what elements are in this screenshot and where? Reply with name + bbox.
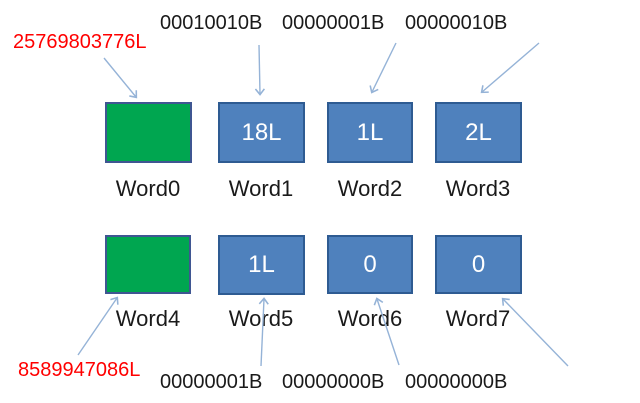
word7-label: Word7 bbox=[445, 306, 511, 331]
word3-value: 2L bbox=[465, 118, 492, 146]
word2-label: Word2 bbox=[337, 176, 403, 201]
word0-box bbox=[105, 102, 192, 163]
annotation-word3-binary: 00000010B bbox=[405, 12, 508, 34]
word7-value: 0 bbox=[471, 250, 486, 278]
arrow-word3-icon bbox=[480, 42, 540, 94]
word6-label: Word6 bbox=[337, 306, 403, 331]
word4-box bbox=[105, 235, 191, 294]
word5-value: 1L bbox=[248, 251, 275, 278]
word3-label: Word3 bbox=[445, 176, 511, 201]
annotation-word2-binary: 00000001B bbox=[282, 12, 385, 34]
arrow-word2-icon bbox=[369, 42, 397, 94]
word5-box: 1L bbox=[218, 235, 305, 295]
word5-label: Word5 bbox=[228, 306, 294, 331]
word6-box: 0 bbox=[327, 235, 413, 294]
annotation-word7-binary: 00000000B bbox=[405, 371, 508, 393]
word1-box: 18L bbox=[218, 102, 305, 163]
annotation-word1-binary: 00010010B bbox=[160, 12, 263, 34]
word3-box: 2L bbox=[435, 102, 522, 163]
annotation-word0-decimal: 25769803776L bbox=[13, 31, 147, 53]
word7-box: 0 bbox=[435, 235, 522, 294]
word4-label: Word4 bbox=[115, 306, 181, 331]
annotation-word6-binary: 00000000B bbox=[282, 371, 385, 393]
arrow-word1-icon bbox=[254, 44, 265, 96]
word0-label: Word0 bbox=[115, 176, 181, 201]
annotation-word4-decimal: 8589947086L bbox=[18, 359, 141, 381]
word1-label: Word1 bbox=[228, 176, 294, 201]
annotation-word5-binary: 00000001B bbox=[160, 371, 263, 393]
word2-box: 1L bbox=[327, 102, 413, 163]
word1-value: 18L bbox=[241, 118, 282, 146]
word2-value: 1L bbox=[356, 118, 384, 146]
arrow-word0-icon bbox=[103, 57, 138, 99]
word6-value: 0 bbox=[363, 250, 377, 278]
